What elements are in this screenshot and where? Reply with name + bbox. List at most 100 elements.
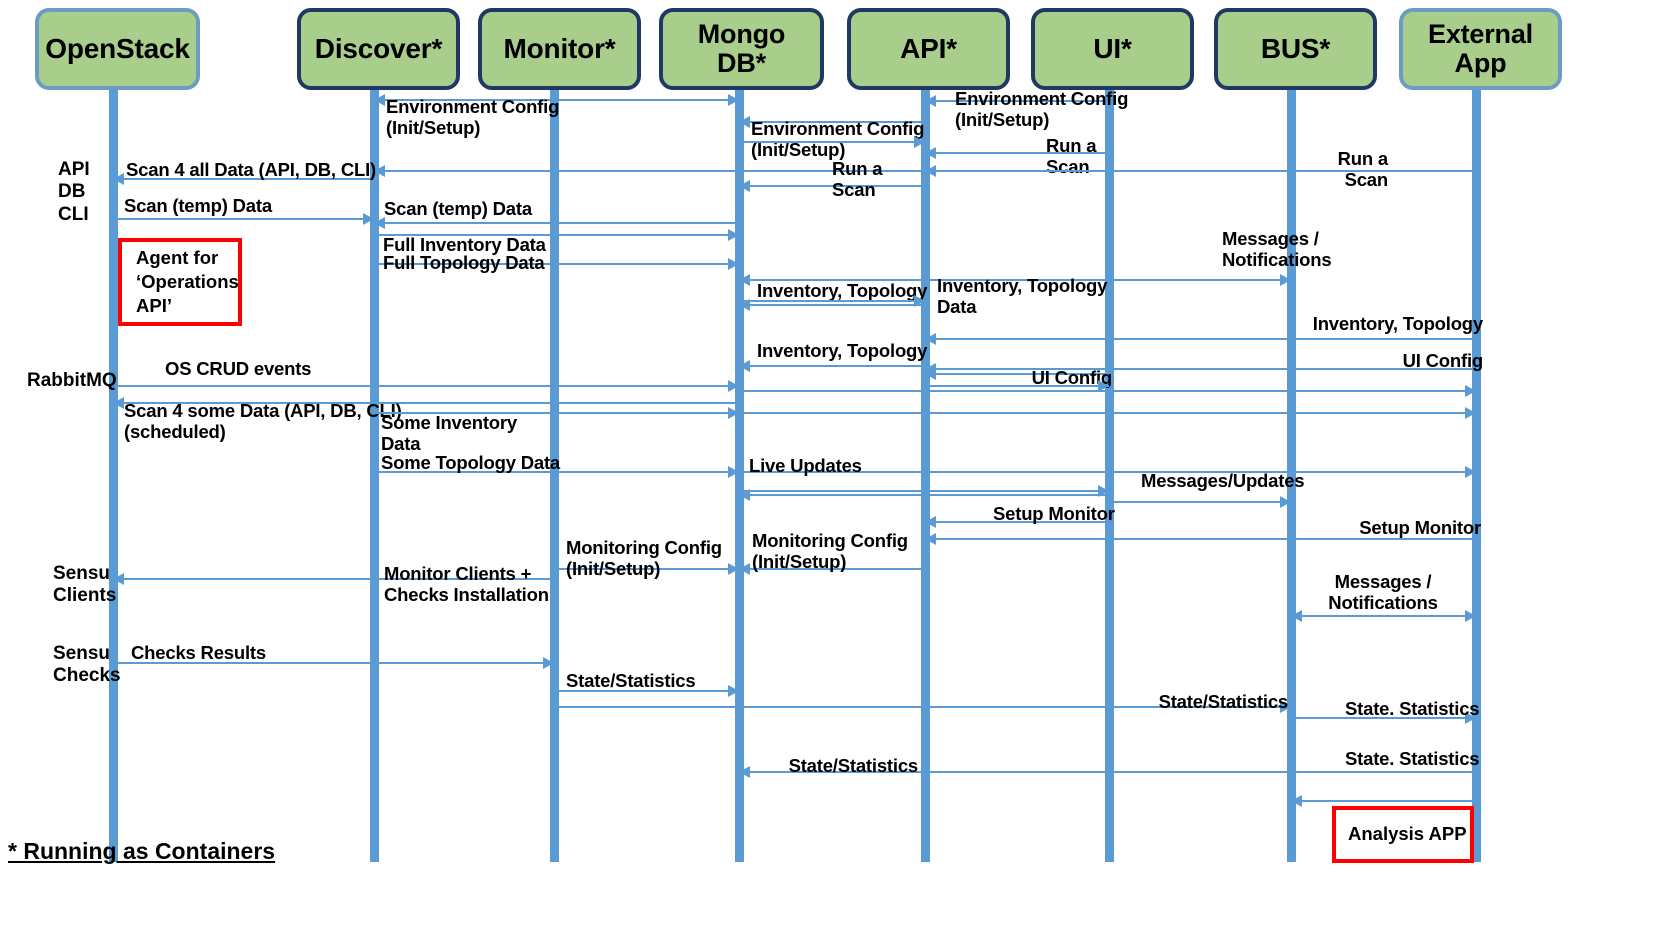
arrowhead-m18 [914,295,925,307]
arrowhead-m02 [728,94,739,106]
message-line-m07 [925,170,1476,172]
message-line-m13 [374,234,739,236]
arrowhead-m03 [925,95,936,107]
participant-api[interactable]: API* [847,8,1010,90]
message-line-m22 [925,373,1109,375]
lifeline-mongodb [734,90,744,862]
message-label-m41: State/Statistics [566,670,696,691]
message-label-m04: Environment Config (Init/Setup) [751,118,925,161]
message-line-m05 [739,141,925,143]
arrowhead-m43 [1465,712,1476,724]
message-line-m14 [374,263,739,265]
arrowhead-m30 [1465,466,1476,478]
message-label-m44: State/Statistics [788,755,919,776]
message-line-m24 [739,390,1476,392]
participant-mongodb[interactable]: Mongo DB* [659,8,824,90]
arrowhead-m15 [739,274,750,286]
message-line-m20 [739,365,925,367]
message-line-m31 [739,490,1109,492]
arrowhead-m07 [925,165,936,177]
message-label-m45: State. Statistics [1345,748,1480,769]
message-label-m13: Full Inventory Data [383,234,546,255]
annotation-agent-ops-api: Agent for ‘Operations API’ [118,238,242,326]
arrowhead-m25 [728,380,739,392]
arrowhead-m27 [728,407,739,419]
participant-label-discover: Discover* [314,32,443,64]
message-line-m21 [925,368,1476,370]
participant-bus[interactable]: BUS* [1214,8,1377,90]
message-line-m45 [1291,800,1476,802]
message-line-m32 [1109,501,1291,503]
message-label-m12: Scan (temp) Data [384,198,532,219]
message-label-m35: Setup Monitor [1359,517,1481,538]
message-line-m06 [925,152,1109,154]
message-label-m21: UI Config [1402,350,1484,371]
message-line-m44 [739,771,1476,773]
arrowhead-m13 [728,229,739,241]
arrowhead-m38 [1465,610,1476,622]
message-line-m40 [113,662,554,664]
arrowhead-m05 [914,136,925,148]
annotation-analysis-app: Analysis APP [1332,806,1474,863]
message-label-m31: Live Updates [749,455,862,476]
message-label-m18: Inventory, Topology Data [937,275,1108,318]
side-label-rabbitmq: RabbitMQ [27,370,117,391]
lifeline-external [1471,90,1481,862]
participant-discover[interactable]: Discover* [297,8,460,90]
arrowhead-m04 [739,116,750,128]
arrowhead-m06 [925,147,936,159]
message-line-m03 [925,100,1109,102]
message-label-m14: Full Topology Data [383,252,545,273]
message-label-m19: Inventory, Topology [1312,313,1483,334]
message-label-m17: Inventory, Topology [757,280,928,301]
arrowhead-m22 [925,368,936,380]
message-line-m09 [113,178,374,180]
message-label-m20: Inventory, Topology [757,340,928,361]
lifeline-discover [369,90,379,862]
message-label-m11: Scan (temp) Data [124,195,272,216]
arrowhead-m34 [925,516,936,528]
message-line-m34 [925,521,1109,523]
message-line-m37 [554,568,739,570]
message-line-m26 [113,402,739,404]
participant-monitor[interactable]: Monitor* [478,8,641,90]
participant-ui[interactable]: UI* [1031,8,1194,90]
arrowhead-m42 [1280,701,1291,713]
participant-external[interactable]: External App [1399,8,1562,90]
participant-label-api: API* [900,32,957,64]
message-line-m39 [113,578,554,580]
arrowhead-m11 [363,213,374,225]
message-label-m40: Checks Results [131,642,266,663]
participant-label-openstack: OpenStack [45,32,190,64]
arrowhead-m01 [374,94,385,106]
message-line-m16 [1109,279,1291,281]
message-label-m22: UI Config [1031,367,1113,388]
lifeline-api [920,90,930,862]
message-label-m42: State/Statistics [1158,691,1289,712]
arrowhead-m23 [1098,380,1109,392]
arrowhead-m32 [1280,496,1291,508]
arrowhead-m24 [1465,385,1476,397]
lifeline-ui [1104,90,1114,862]
message-label-m03: Environment Config (Init/Setup) [955,88,1129,131]
arrowhead-m16 [1280,274,1291,286]
message-line-m19 [925,338,1476,340]
message-label-m34: Setup Monitor [993,503,1115,524]
message-label-m39: Monitor Clients + Checks Installation [384,563,549,606]
participant-openstack[interactable]: OpenStack [35,8,200,90]
side-label-sensu-checks: Sensu Checks [53,643,121,687]
arrowhead-m44 [739,766,750,778]
arrowhead-m12 [374,217,385,229]
arrowhead-m08 [374,165,385,177]
message-label-m26: Scan 4 some Data (API, DB, CLI) (schedul… [124,400,402,443]
message-line-m18 [739,300,925,302]
arrowhead-m45 [1291,795,1302,807]
participant-label-external: External App [1428,18,1533,78]
message-line-m04 [739,121,925,123]
participant-label-mongodb: Mongo DB* [697,18,786,78]
side-label-api-db-cli: API DB CLI [58,159,90,225]
side-label-sensu-clients: Sensu Clients [53,563,117,607]
message-line-m27 [374,412,739,414]
footnote: * Running as Containers [8,838,276,864]
message-label-m29: Some Topology Data [381,452,561,473]
